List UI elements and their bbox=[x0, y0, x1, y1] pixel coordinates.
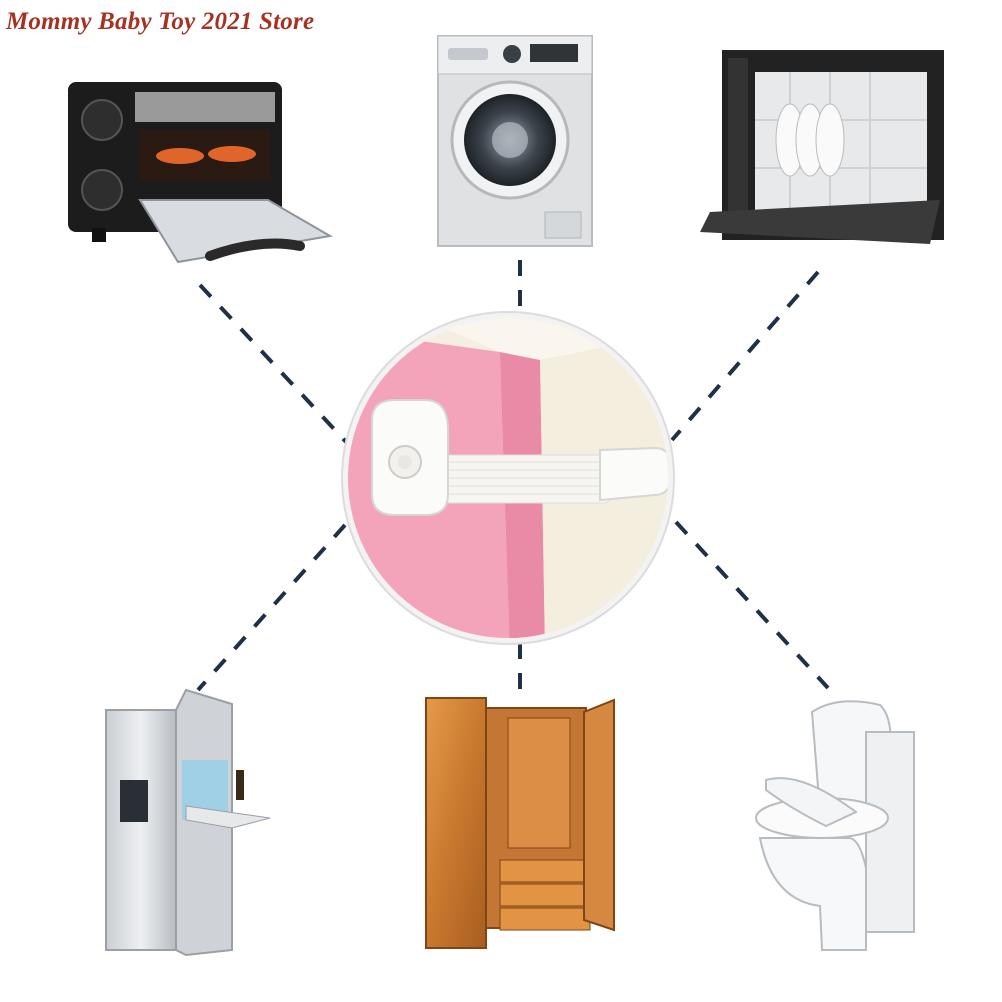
connector-toaster-oven bbox=[198, 283, 350, 446]
refrigerator-image bbox=[105, 688, 271, 957]
toilet-image bbox=[755, 700, 915, 951]
connector-toilet bbox=[674, 520, 830, 690]
store-watermark: Mommy Baby Toy 2021 Store bbox=[6, 8, 315, 35]
center-safety-lock-image bbox=[341, 311, 675, 645]
washing-machine-image bbox=[437, 35, 593, 247]
dishwasher-image bbox=[700, 50, 944, 244]
wardrobe-image bbox=[425, 697, 615, 949]
connector-lines bbox=[196, 260, 830, 698]
toaster-oven-image bbox=[68, 82, 333, 264]
connector-refrigerator bbox=[196, 523, 347, 692]
connector-dishwasher bbox=[670, 270, 820, 442]
